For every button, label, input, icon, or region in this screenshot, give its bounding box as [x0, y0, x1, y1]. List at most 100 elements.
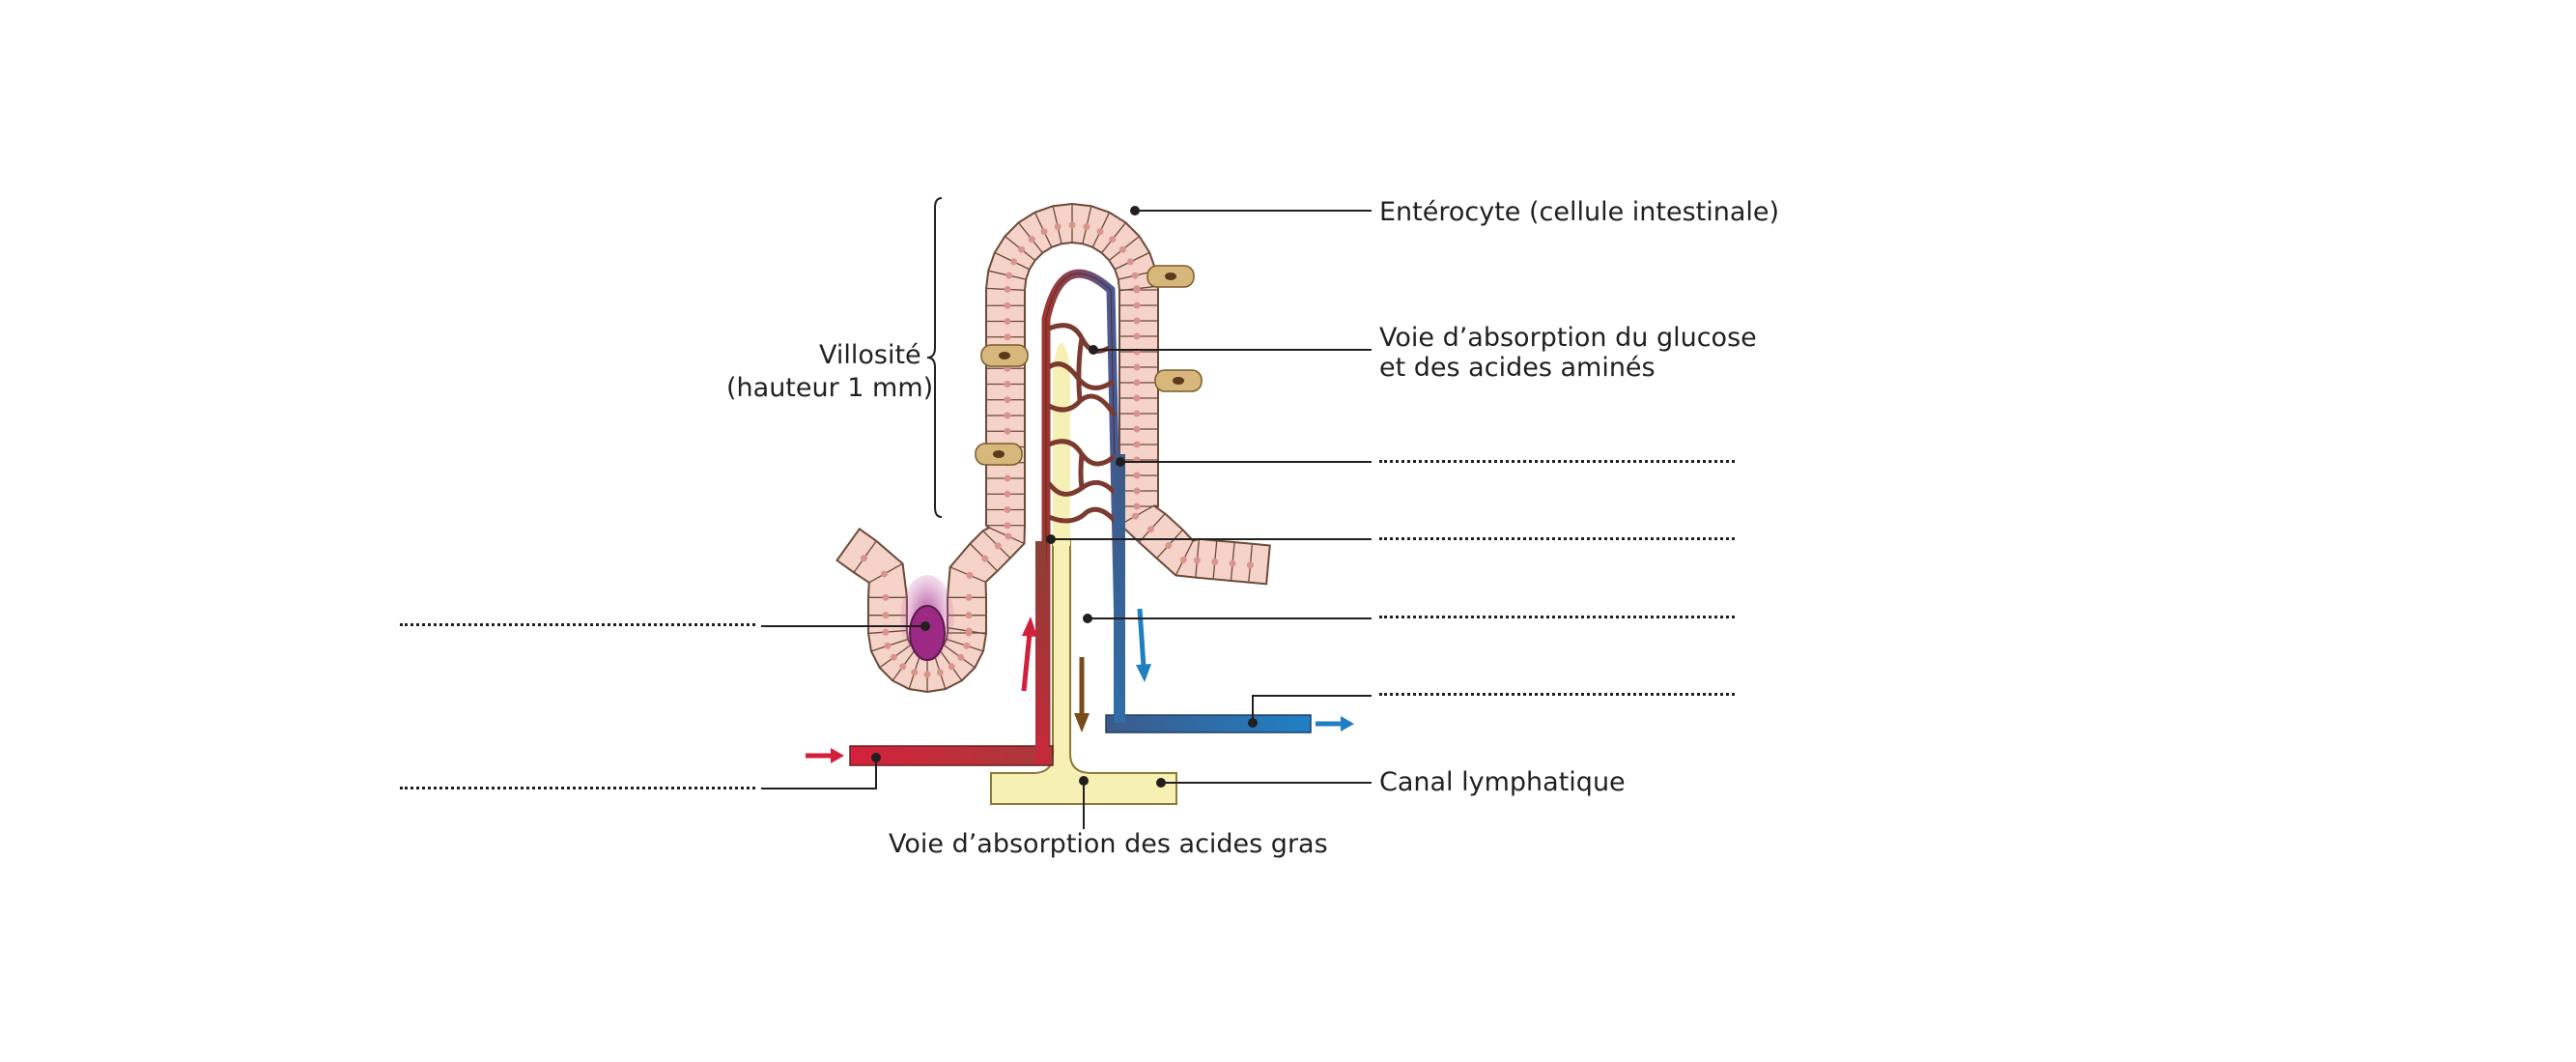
cell-nucleus — [1193, 557, 1201, 564]
cell-nucleus — [1004, 381, 1011, 387]
cell-nucleus — [1004, 285, 1011, 293]
cell-nucleus — [1133, 441, 1141, 448]
cell-nucleus — [1054, 223, 1062, 231]
cell-nucleus — [1246, 561, 1254, 569]
arrow-up-red-icon — [1021, 617, 1037, 692]
blank-4[interactable] — [1379, 693, 1735, 696]
cell-nucleus — [1004, 318, 1011, 325]
cell-nucleus — [1004, 333, 1011, 341]
cell-nucleus — [890, 653, 897, 661]
label-enterocyte: Entérocyte (cellule intestinale) — [1379, 197, 1780, 227]
cell-nucleus — [1004, 412, 1011, 419]
cell-nucleus — [1010, 258, 1018, 266]
cell-nucleus — [957, 653, 965, 661]
arrow-right-blue-icon — [1316, 716, 1354, 732]
cell-nucleus — [1118, 245, 1126, 253]
cell-nucleus — [880, 570, 888, 578]
cell-nucleus — [1133, 379, 1141, 387]
gland-cell — [909, 605, 946, 661]
cell-nucleus — [1018, 245, 1026, 253]
cell-nucleus — [1040, 228, 1048, 236]
label-glucose-line1: Voie d’absorption du glucose — [1379, 323, 1757, 353]
cell-nucleus — [1004, 490, 1011, 498]
capillary-branch — [1076, 337, 1085, 402]
vein-vertical — [1114, 454, 1125, 723]
capillary-mesh — [1046, 323, 1121, 529]
blank-2[interactable] — [1379, 537, 1735, 540]
cell-nucleus — [1004, 301, 1011, 309]
artery-vertical — [1035, 541, 1049, 763]
arrow-down-blue-icon — [1136, 608, 1151, 682]
arteriole — [849, 745, 1054, 766]
cell-nucleus — [1146, 526, 1154, 533]
cell-nucleus — [963, 642, 971, 649]
label-villosite-height: (hauteur 1 mm) — [726, 373, 934, 403]
capillary-network — [1041, 269, 1125, 754]
cell-nucleus — [1133, 363, 1141, 371]
cell-nucleus — [899, 663, 907, 671]
cell-nucleus — [1133, 394, 1141, 402]
cell-nucleus — [1133, 317, 1141, 325]
blank-6[interactable] — [400, 787, 755, 789]
label-villosite: Villosité — [819, 340, 921, 370]
cell-nucleus — [966, 571, 974, 579]
blank-3[interactable] — [1379, 616, 1735, 618]
cell-nucleus — [1133, 410, 1141, 417]
capillary-branch — [1048, 506, 1121, 529]
fibroblast-nucleus — [1165, 273, 1176, 280]
cell-nucleus — [1096, 228, 1104, 236]
cell-nucleus — [911, 669, 919, 676]
cell-nucleus — [1004, 396, 1011, 404]
capillary-branch — [1078, 453, 1085, 489]
arrow-right-red-icon — [806, 748, 844, 763]
blank-1[interactable] — [1379, 460, 1735, 463]
cell-nucleus — [1004, 506, 1011, 513]
cell-nucleus — [882, 612, 890, 619]
cell-nucleus — [1133, 472, 1141, 479]
cell-nucleus — [1028, 236, 1035, 244]
cell-nucleus — [1005, 272, 1013, 279]
venule — [1105, 714, 1312, 733]
cell-nucleus — [1133, 332, 1141, 340]
cell-nucleus — [1133, 502, 1141, 510]
cell-nucleus — [923, 671, 931, 678]
cell-nucleus — [1126, 258, 1134, 266]
cell-nucleus — [1004, 427, 1011, 435]
cell-nucleus — [1004, 522, 1011, 530]
cell-nucleus — [1131, 512, 1139, 520]
leader-lines — [761, 206, 1372, 829]
cell-nucleus — [860, 555, 867, 562]
cell-nucleus — [1133, 286, 1141, 294]
cell-nucleus — [1229, 560, 1236, 567]
fibroblast-nucleus — [1173, 377, 1184, 385]
cell-nucleus — [1131, 272, 1139, 279]
cell-nucleus — [884, 642, 892, 649]
cell-nucleus — [1083, 223, 1090, 231]
cell-nucleus — [1179, 556, 1187, 563]
cell-nucleus — [882, 593, 890, 601]
cell-nucleus — [994, 542, 1002, 550]
cell-nucleus — [965, 593, 973, 601]
cell-nucleus — [1068, 221, 1076, 229]
blank-5[interactable] — [400, 623, 755, 626]
cell-nucleus — [965, 629, 973, 637]
fibroblasts — [975, 265, 1203, 466]
cell-nucleus — [1004, 474, 1011, 482]
cell-nucleus — [948, 663, 955, 671]
arrow-down-brown-icon — [1074, 657, 1090, 732]
fibroblast-nucleus — [999, 352, 1010, 359]
villus-brace — [926, 197, 943, 518]
label-glucose-line2: et des acides aminés — [1379, 353, 1656, 383]
cell-nucleus — [1133, 425, 1141, 433]
cell-nucleus — [1133, 487, 1141, 495]
cell-nucleus — [936, 669, 944, 676]
cell-nucleus — [965, 612, 973, 619]
cell-nucleus — [981, 555, 989, 562]
cell-nucleus — [882, 628, 890, 636]
cell-nucleus — [1005, 532, 1012, 540]
label-acides-gras: Voie d’absorption des acides gras — [889, 829, 1328, 859]
cell-nucleus — [1109, 236, 1117, 244]
label-canal-lymphatique: Canal lymphatique — [1379, 767, 1626, 797]
